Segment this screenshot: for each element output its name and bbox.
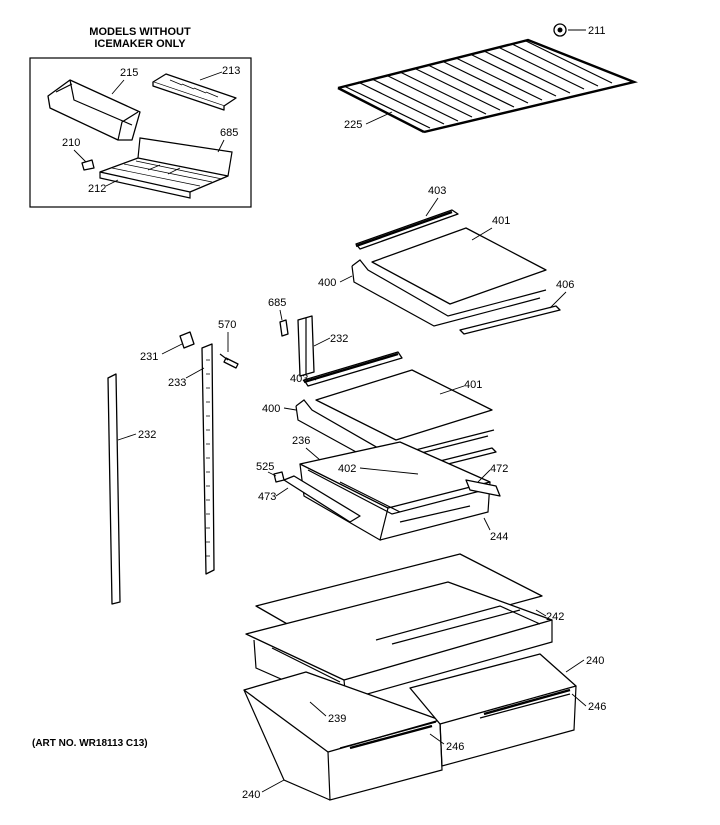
part-240-right-crisper [409,653,577,767]
part-210-clip [81,159,95,171]
art-number: (ART NO. WR18113 C13) [32,738,148,749]
callout-240-left: 240 [242,789,260,801]
inset-title-line2: ICEMAKER ONLY [94,38,186,50]
part-473-rail [283,475,361,523]
callout-232-bracket: 232 [330,333,348,345]
part-215-ice-bin [47,79,141,141]
part-242-crisper-cover [245,553,553,701]
callout-403-lower: 403 [290,373,308,385]
part-244-drawer [299,441,501,541]
part-212-ice-shelf [99,137,233,199]
callout-401-upper: 401 [492,215,510,227]
callout-400-upper: 400 [318,277,336,289]
callout-225: 225 [344,119,362,131]
part-401-upper-glass [371,227,547,305]
callout-401-lower: 401 [464,379,482,391]
part-525-screw [273,471,285,483]
callout-232-left: 232 [138,429,156,441]
callout-240-right: 240 [586,655,604,667]
callout-525: 525 [256,461,274,473]
part-401-lower-glass [315,369,493,441]
part-570-screw [219,353,239,369]
part-232-bracket [297,315,315,377]
part-231-cap [179,331,195,349]
callout-213: 213 [222,65,240,77]
part-225-wire-shelf [337,38,638,134]
callout-246-right: 246 [588,701,606,713]
callout-211: 211 [588,25,606,37]
callout-473: 473 [258,491,276,503]
callout-570: 570 [218,319,236,331]
callout-210: 210 [62,137,80,149]
callout-242: 242 [546,611,564,623]
callout-244: 244 [490,531,508,543]
lower-shelf-assembly [295,351,497,475]
part-233-ladder-rail [201,343,215,575]
inset-frame [29,57,252,208]
callout-685-inset: 685 [220,127,238,139]
callout-212: 212 [88,183,106,195]
upper-shelf-assembly [351,209,561,335]
callout-239: 239 [328,713,346,725]
callout-215: 215 [120,67,138,79]
callout-236: 236 [292,435,310,447]
callout-406: 406 [556,279,574,291]
callout-233: 233 [168,377,186,389]
icemaker-inset: MODELS WITHOUT ICEMAKER ONLY 215 [29,26,252,208]
callout-400-lower: 400 [262,403,280,415]
callout-246-left: 246 [446,741,464,753]
callout-402: 402 [338,463,356,475]
inset-title-line1: MODELS WITHOUT [89,26,191,38]
callout-403-upper: 403 [428,185,446,197]
part-232-left-rail [107,373,121,605]
callout-231: 231 [140,351,158,363]
part-685-screw [279,319,289,337]
part-213-ice-tray [152,73,237,111]
callout-472: 472 [490,463,508,475]
part-211-shelf-stud [553,23,567,37]
callout-685: 685 [268,297,286,309]
